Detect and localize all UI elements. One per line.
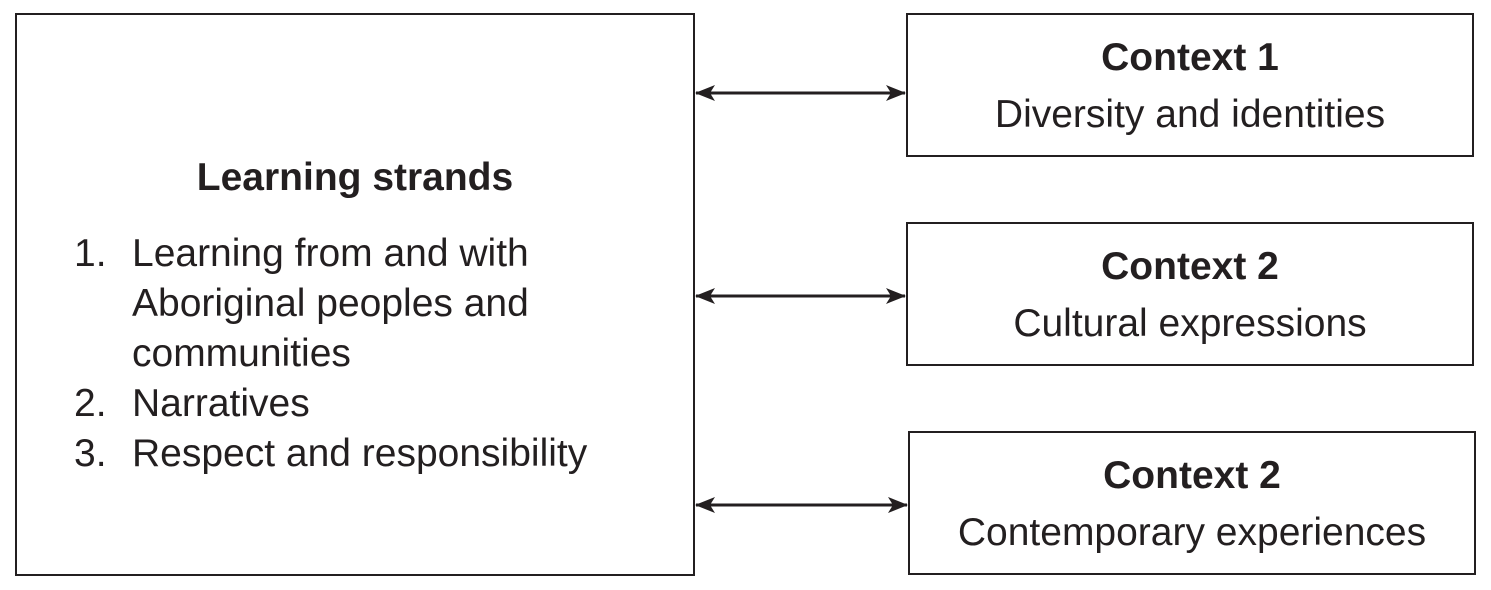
context-subtitle: Contemporary experiences	[957, 511, 1427, 554]
context-box-1: Context 1 Diversity and identities	[906, 13, 1474, 157]
learning-strands-title: Learning strands	[196, 156, 514, 199]
strand-number: 3.	[74, 432, 107, 475]
context-subtitle: Cultural expressions	[1013, 302, 1367, 345]
strand-item-1: 1. Learning from and with Aboriginal peo…	[74, 229, 632, 379]
learning-strands-list: 1. Learning from and with Aboriginal peo…	[74, 229, 632, 479]
strand-text: Respect and responsibility	[132, 432, 588, 475]
learning-strands-box: Learning strands 1. Learning from and wi…	[15, 13, 695, 576]
strand-number: 1.	[74, 232, 107, 275]
context-title: Context 2	[1103, 454, 1281, 497]
strand-number: 2.	[74, 382, 107, 425]
context-title: Context 2	[1101, 245, 1279, 288]
context-title: Context 1	[1101, 36, 1279, 79]
context-box-3: Context 2 Contemporary experiences	[908, 431, 1476, 575]
strand-text: Learning from and with Aboriginal people…	[132, 232, 529, 375]
strand-text: Narratives	[132, 382, 310, 425]
context-subtitle: Diversity and identities	[994, 93, 1386, 136]
strand-item-2: 2. Narratives	[74, 379, 632, 429]
context-box-2: Context 2 Cultural expressions	[906, 222, 1474, 366]
strand-item-3: 3. Respect and responsibility	[74, 429, 632, 479]
